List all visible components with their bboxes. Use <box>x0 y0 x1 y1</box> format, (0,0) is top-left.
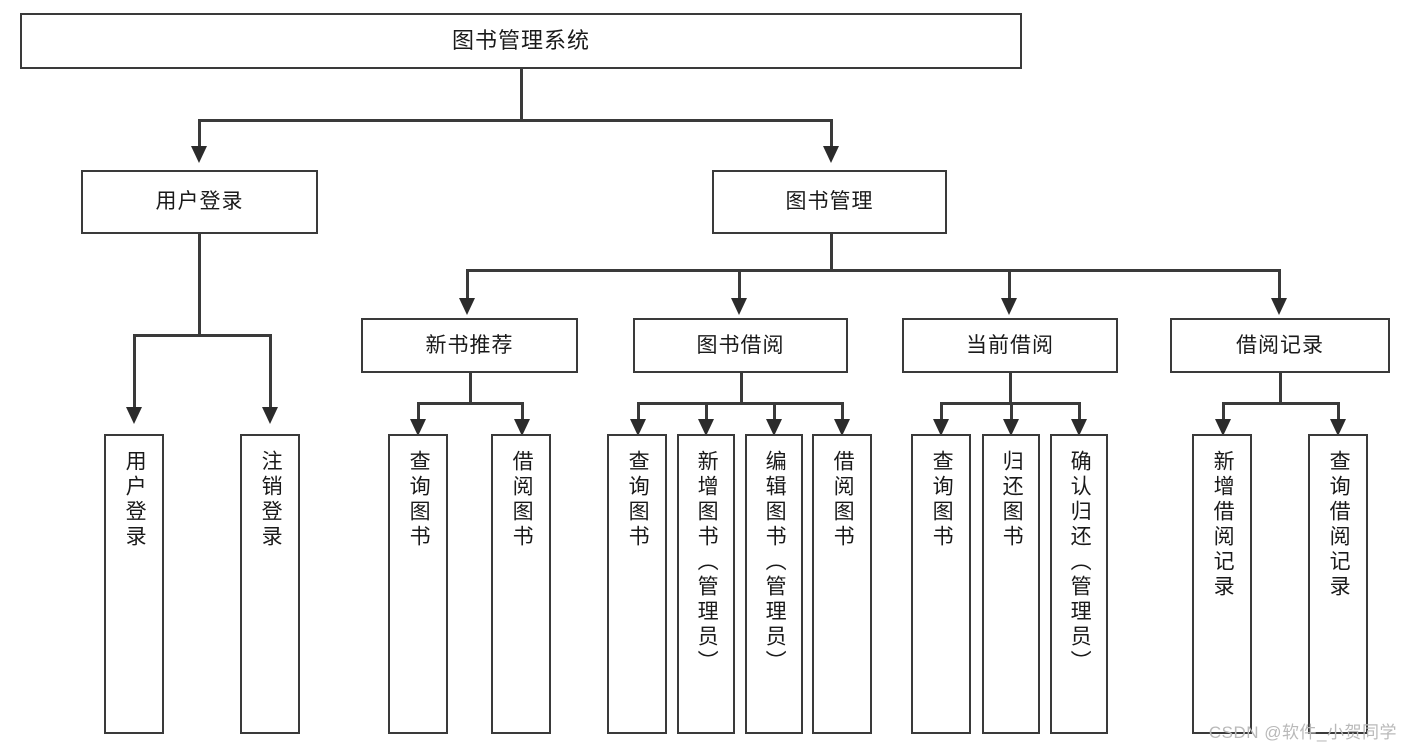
leaf-add-borrow-record[interactable]: 新增借阅记录 <box>1192 434 1252 734</box>
connector-bb-to-leaf-1 <box>705 402 708 420</box>
arrow-br-to-leaf-0 <box>1215 419 1231 436</box>
arrow-nbr-to-leaf-0 <box>410 419 426 436</box>
arrow-nbr-to-leaf-1 <box>514 419 530 436</box>
node-label: 图书管理系统 <box>451 27 590 53</box>
node-root-book-management-system[interactable]: 图书管理系统 <box>20 13 1022 69</box>
node-new-book-recommend[interactable]: 新书推荐 <box>361 318 578 373</box>
node-label: 查询借阅记录 <box>1327 450 1351 600</box>
connector-bm-to-current-borrow <box>1008 269 1011 299</box>
connector-br-bar <box>1222 402 1339 405</box>
arrow-user-login-to-leaf-0 <box>126 407 142 424</box>
connector-user-login-bar <box>133 334 271 337</box>
connector-cb-to-leaf-0 <box>940 402 943 420</box>
arrow-cb-to-leaf-1 <box>1003 419 1019 436</box>
node-borrow-record[interactable]: 借阅记录 <box>1170 318 1390 373</box>
arrow-bb-to-leaf-3 <box>834 419 850 436</box>
node-label: 借阅图书 <box>510 450 534 550</box>
csdn-watermark: CSDN @软件_小贺同学 <box>1208 723 1397 742</box>
connector-bb-to-leaf-0 <box>637 402 640 420</box>
node-label: 借阅图书 <box>831 450 855 550</box>
node-label: 借阅记录 <box>1236 333 1324 357</box>
connector-cb-stem <box>1009 373 1012 404</box>
connector-root-to-book-management <box>830 119 833 147</box>
node-label: 查询图书 <box>626 450 650 550</box>
connector-root-stem <box>520 69 523 120</box>
leaf-logout[interactable]: 注销登录 <box>240 434 300 734</box>
connector-cb-to-leaf-2 <box>1078 402 1081 420</box>
leaf-confirm-return-admin[interactable]: 确认归还（管理员） <box>1050 434 1108 734</box>
leaf-edit-book-admin[interactable]: 编辑图书（管理员） <box>745 434 803 734</box>
connector-user-login-to-leaf-0 <box>133 334 136 408</box>
arrow-root-to-user-login <box>191 146 207 163</box>
connector-root-to-user-login <box>198 119 201 147</box>
arrow-root-to-book-management <box>823 146 839 163</box>
leaf-query-book-borrow[interactable]: 查询图书 <box>607 434 667 734</box>
node-label: 图书借阅 <box>696 333 785 357</box>
connector-bb-to-leaf-2 <box>773 402 776 420</box>
node-label: 新增图书（管理员） <box>695 450 719 675</box>
connector-br-to-leaf-1 <box>1337 402 1340 420</box>
arrow-bm-to-current-borrow <box>1001 298 1017 315</box>
leaf-user-login[interactable]: 用户登录 <box>104 434 164 734</box>
connector-bm-to-new-book <box>466 269 469 299</box>
leaf-query-borrow-record[interactable]: 查询借阅记录 <box>1308 434 1368 734</box>
arrow-user-login-to-leaf-1 <box>262 407 278 424</box>
node-label: 用户登录 <box>155 190 244 214</box>
connector-book-management-stem <box>830 234 833 271</box>
connector-bb-to-leaf-3 <box>841 402 844 420</box>
connector-bm-to-book-borrow <box>738 269 741 299</box>
node-label: 编辑图书（管理员） <box>763 450 787 675</box>
arrow-bm-to-book-borrow <box>731 298 747 315</box>
node-label: 新增借阅记录 <box>1211 450 1235 600</box>
connector-bb-bar <box>637 402 843 405</box>
node-book-borrow[interactable]: 图书借阅 <box>633 318 848 373</box>
node-label: 确认归还（管理员） <box>1068 450 1092 675</box>
arrow-bb-to-leaf-2 <box>766 419 782 436</box>
node-label: 查询图书 <box>930 450 954 550</box>
node-label: 用户登录 <box>123 450 147 550</box>
connector-root-bar <box>198 119 833 122</box>
arrow-bb-to-leaf-0 <box>630 419 646 436</box>
arrow-br-to-leaf-1 <box>1330 419 1346 436</box>
node-label: 查询图书 <box>407 450 431 550</box>
leaf-borrow-book[interactable]: 借阅图书 <box>812 434 872 734</box>
connector-nbr-to-leaf-1 <box>521 402 524 420</box>
node-current-borrow[interactable]: 当前借阅 <box>902 318 1118 373</box>
connector-book-management-bar <box>466 269 1280 272</box>
node-label: 注销登录 <box>259 450 283 550</box>
node-book-management[interactable]: 图书管理 <box>712 170 947 234</box>
leaf-add-book-admin[interactable]: 新增图书（管理员） <box>677 434 735 734</box>
node-label: 新书推荐 <box>425 333 514 357</box>
arrow-cb-to-leaf-0 <box>933 419 949 436</box>
connector-br-to-leaf-0 <box>1222 402 1225 420</box>
connector-bm-to-borrow-record <box>1278 269 1281 299</box>
leaf-query-book-recommend[interactable]: 查询图书 <box>388 434 448 734</box>
node-label: 图书管理 <box>785 190 874 214</box>
node-label: 当前借阅 <box>966 333 1054 357</box>
connector-user-login-stem <box>198 234 201 335</box>
connector-nbr-stem <box>469 373 472 404</box>
leaf-query-book-current[interactable]: 查询图书 <box>911 434 971 734</box>
node-user-login[interactable]: 用户登录 <box>81 170 318 234</box>
connector-nbr-to-leaf-0 <box>417 402 420 420</box>
leaf-return-book[interactable]: 归还图书 <box>982 434 1040 734</box>
connector-br-stem <box>1279 373 1282 404</box>
leaf-borrow-book-recommend[interactable]: 借阅图书 <box>491 434 551 734</box>
arrow-bb-to-leaf-1 <box>698 419 714 436</box>
arrow-bm-to-borrow-record <box>1271 298 1287 315</box>
connector-bb-stem <box>740 373 743 404</box>
node-label: 归还图书 <box>1000 450 1024 550</box>
connector-user-login-to-leaf-1 <box>269 334 272 408</box>
connector-nbr-bar <box>417 402 523 405</box>
arrow-bm-to-new-book <box>459 298 475 315</box>
arrow-cb-to-leaf-2 <box>1071 419 1087 436</box>
connector-cb-to-leaf-1 <box>1010 402 1013 420</box>
